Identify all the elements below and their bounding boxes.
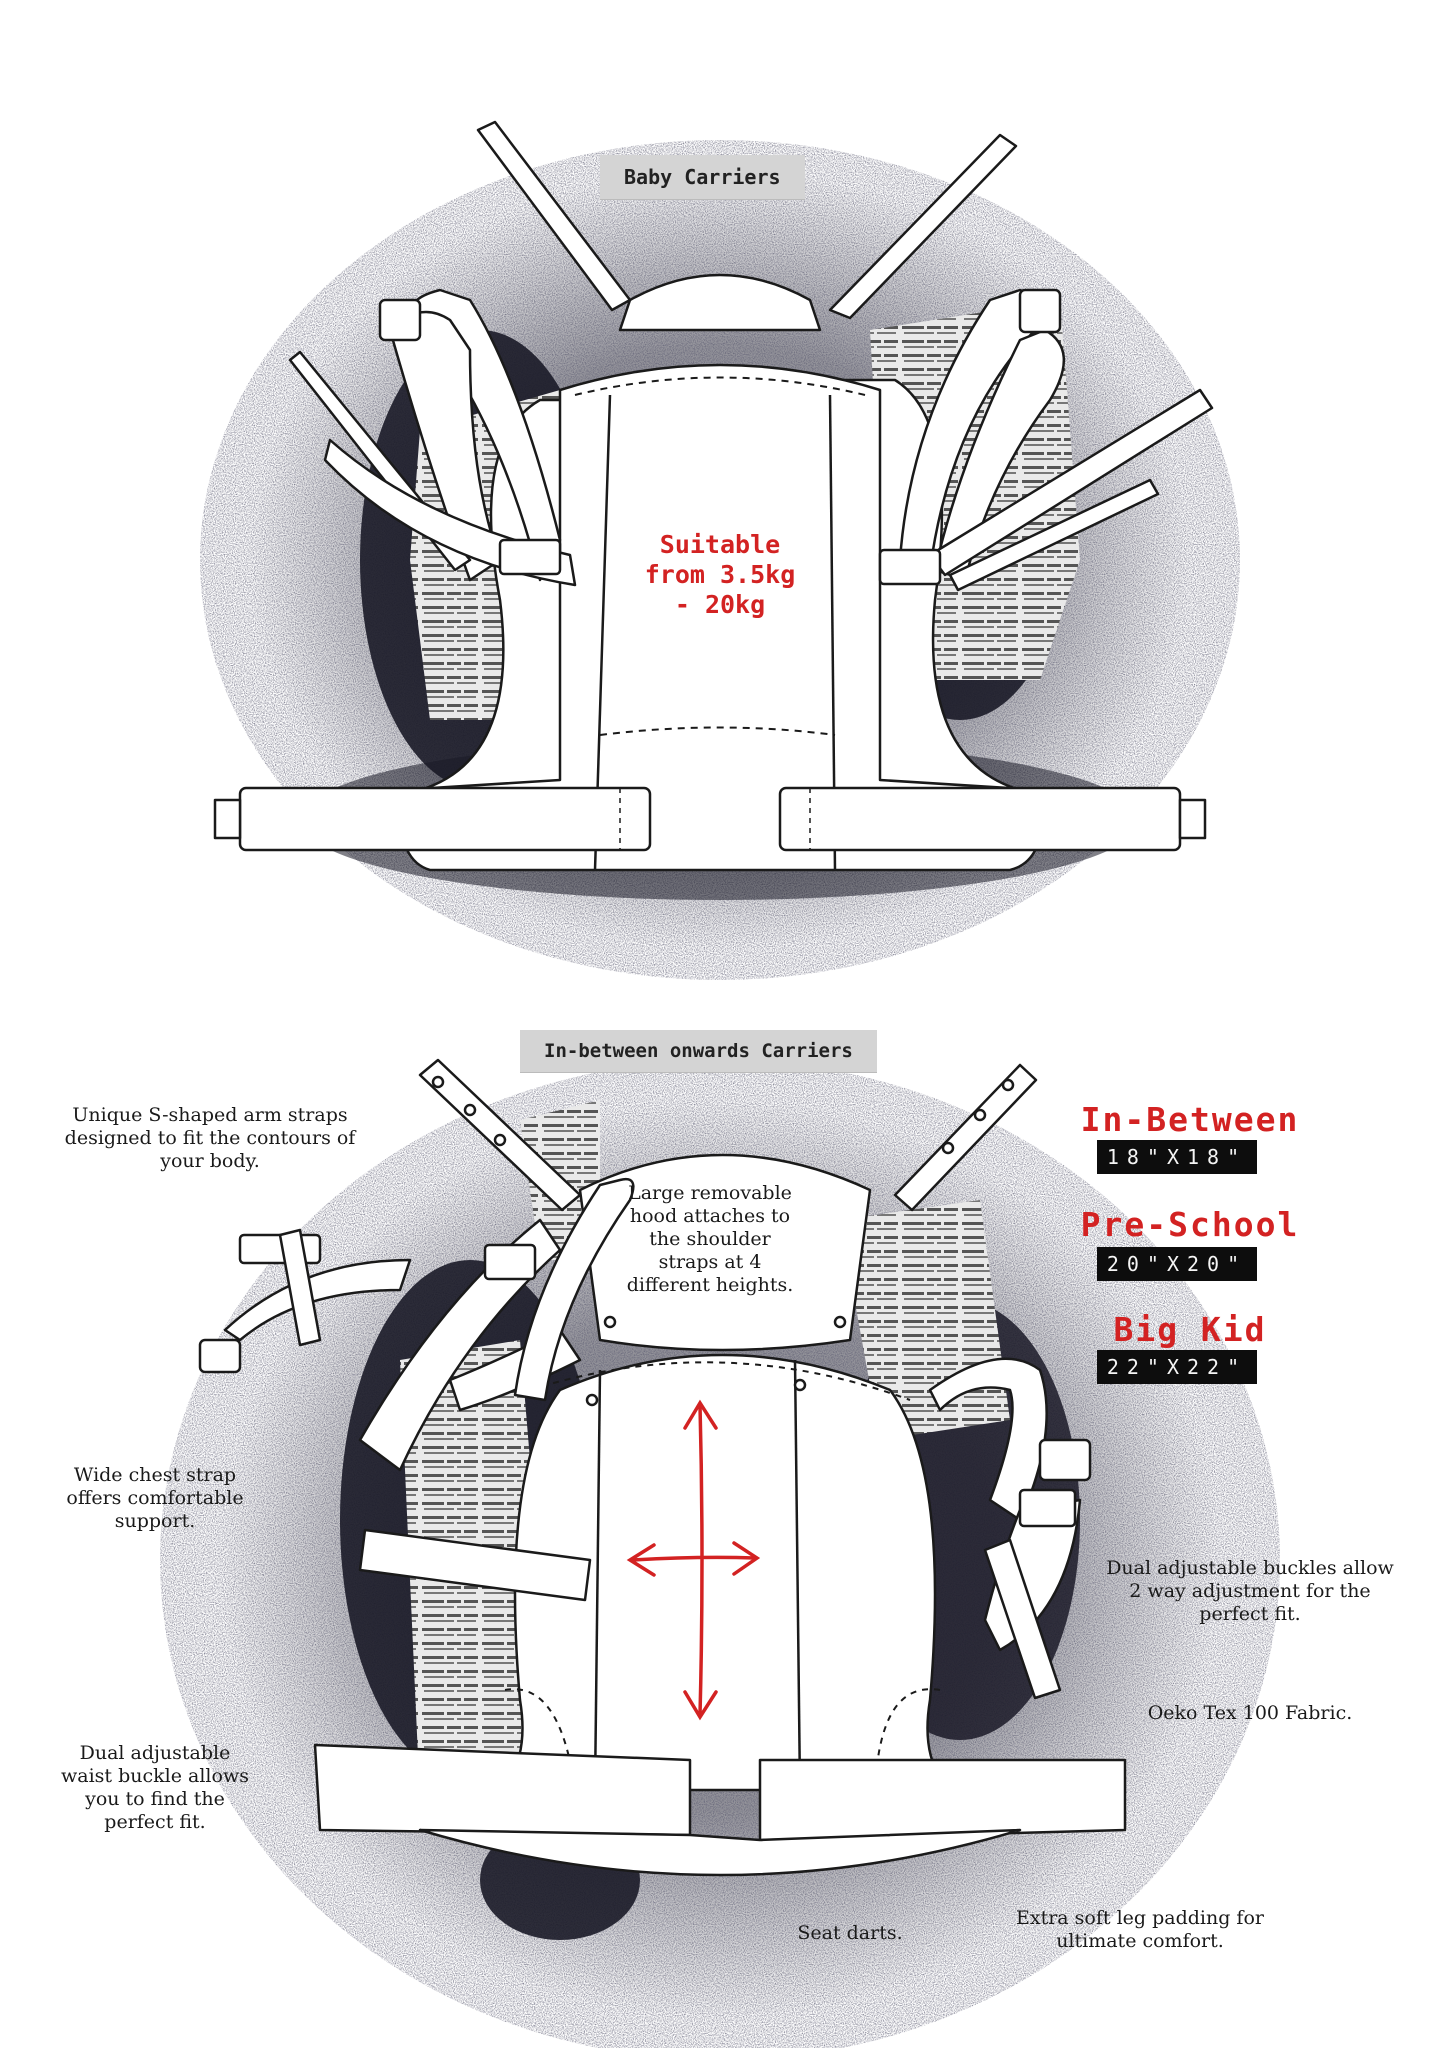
feature-hood-line: different heights. [626, 1274, 794, 1296]
inbetween-carriers-tag: In-between onwards Carriers [520, 1030, 877, 1072]
adjust-arrows-icon [626, 1399, 761, 1721]
feature-seat-darts-line: Seat darts. [797, 1922, 903, 1944]
feature-waist-buckle-line: you to find the [85, 1788, 225, 1810]
size-in-between-title: In-Between [1080, 1100, 1300, 1139]
feature-chest-strap-line: Wide chest strap [73, 1464, 237, 1486]
feature-chest-strap: Wide chest strap offers comfortable supp… [50, 1464, 260, 1533]
feature-chest-strap-line: support. [114, 1510, 196, 1532]
feature-arm-straps-line: Unique S-shaped arm straps [72, 1104, 348, 1126]
feature-dual-buckles-line: Dual adjustable buckles allow [1106, 1557, 1394, 1579]
feature-seat-darts: Seat darts. [770, 1922, 930, 1945]
feature-hood-line: the shoulder [649, 1228, 771, 1250]
suitable-line-2: from 3.5kg [644, 560, 796, 589]
feature-hood-line: Large removable [628, 1182, 792, 1204]
inbetween-carrier-front-illustration [198, 1058, 1127, 1877]
feature-arm-straps-line: designed to fit the contours of [64, 1127, 356, 1149]
feature-arm-straps: Unique S-shaped arm straps designed to f… [50, 1104, 370, 1173]
feature-hood-line: straps at 4 [658, 1251, 762, 1273]
suitable-weight-text: Suitable from 3.5kg - 20kg [600, 530, 840, 620]
feature-arm-straps-line: your body. [160, 1150, 260, 1172]
feature-chest-strap-line: offers comfortable [66, 1487, 244, 1509]
size-big-kid-title: Big Kid [1113, 1310, 1267, 1349]
feature-hood: Large removable hood attaches to the sho… [600, 1182, 820, 1297]
size-in-between-dims: 18"X18" [1097, 1140, 1257, 1174]
feature-leg-padding-line: ultimate comfort. [1056, 1930, 1224, 1952]
size-big-kid-dims: 22"X22" [1097, 1350, 1257, 1384]
feature-dual-buckles-line: 2 way adjustment for the [1129, 1580, 1371, 1602]
feature-waist-buckle-line: Dual adjustable [79, 1742, 231, 1764]
feature-leg-padding-line: Extra soft leg padding for [1016, 1907, 1264, 1929]
feature-waist-buckle-line: perfect fit. [104, 1811, 206, 1833]
size-pre-school-title: Pre-School [1080, 1205, 1300, 1244]
feature-dual-buckles: Dual adjustable buckles allow 2 way adju… [1090, 1557, 1410, 1626]
baby-carrier-front-illustration [213, 120, 1214, 872]
baby-carriers-tag: Baby Carriers [600, 155, 805, 199]
feature-fabric: Oeko Tex 100 Fabric. [1110, 1702, 1390, 1725]
feature-leg-padding: Extra soft leg padding for ultimate comf… [990, 1907, 1290, 1953]
suitable-line-1: Suitable [659, 530, 781, 559]
suitable-line-3: - 20kg [674, 590, 766, 619]
feature-hood-line: hood attaches to [629, 1205, 791, 1227]
feature-dual-buckles-line: perfect fit. [1199, 1603, 1301, 1625]
feature-fabric-line: Oeko Tex 100 Fabric. [1147, 1702, 1353, 1724]
feature-waist-buckle-line: waist buckle allows [61, 1765, 249, 1787]
size-pre-school-dims: 20"X20" [1097, 1247, 1257, 1281]
feature-waist-buckle: Dual adjustable waist buckle allows you … [50, 1742, 260, 1834]
